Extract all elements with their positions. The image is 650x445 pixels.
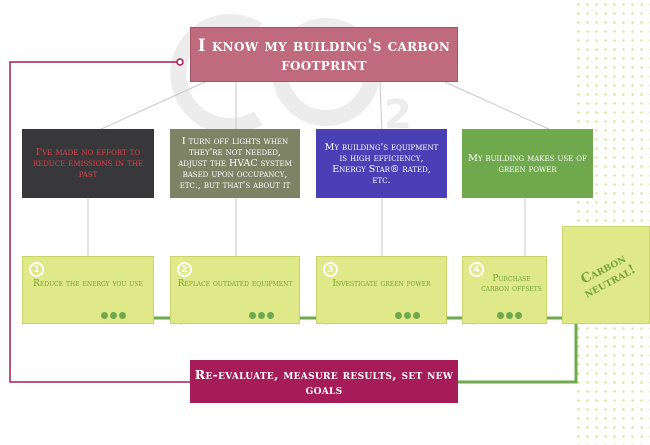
state-to-step-lines — [87, 198, 526, 256]
state-text: I turn off lights when they're not neede… — [178, 136, 292, 191]
step-box-carbon-offsets: 4 Purchase carbon offsets — [462, 256, 547, 324]
dot-pattern-decoration — [574, 0, 650, 445]
step-label: Replace outdated equipment — [177, 279, 293, 289]
step-box-green-power: 3 Investigate green power — [316, 256, 447, 324]
step-dots — [101, 312, 126, 319]
state-text: My building's equipment is high efficien… — [324, 141, 439, 186]
step-label: Reduce the energy you use — [33, 279, 143, 289]
state-box-basic-efforts: I turn off lights when they're not neede… — [170, 129, 300, 198]
carbon-neutral-text: Carbon neutral! — [578, 251, 639, 302]
re-evaluate-text: Re-evaluate, measure results, set new go… — [194, 366, 454, 397]
step-box-reduce-energy: 1 Reduce the energy you use — [22, 256, 154, 324]
loop-back-node — [176, 58, 184, 66]
step-box-replace-equipment: 2 Replace outdated equipment — [170, 256, 300, 324]
title-text: I know my building's carbon footprint — [197, 35, 451, 74]
state-box-green-power: My building makes use of green power — [462, 129, 593, 198]
step-number-badge: 3 — [323, 262, 338, 277]
state-text: I've made no effort to reduce emissions … — [32, 147, 144, 180]
state-box-high-efficiency: My building's equipment is high efficien… — [316, 129, 447, 198]
title-to-state-lines — [87, 81, 563, 136]
loop-back-line — [9, 61, 190, 383]
step-number-badge: 2 — [177, 262, 192, 277]
re-evaluate-box: Re-evaluate, measure results, set new go… — [190, 360, 458, 403]
state-box-no-effort: I've made no effort to reduce emissions … — [22, 129, 154, 198]
step-dots — [497, 312, 522, 319]
step-number-badge: 1 — [29, 262, 44, 277]
step-label: Investigate green power — [332, 279, 431, 289]
step-dots — [249, 312, 274, 319]
step-dots — [395, 312, 420, 319]
step-label: Purchase carbon offsets — [481, 274, 542, 294]
carbon-footprint-title-box: I know my building's carbon footprint — [190, 27, 458, 82]
state-text: My building makes use of green power — [468, 152, 587, 175]
step-number-badge: 4 — [469, 262, 484, 277]
carbon-neutral-box: Carbon neutral! — [562, 226, 650, 324]
